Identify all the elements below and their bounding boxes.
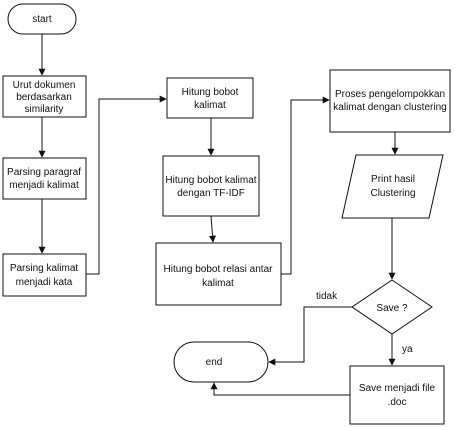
parsing-kalimat-node: Parsing kalimat menjadi kata	[2, 253, 87, 297]
print-hasil-line-1: Print hasil	[371, 174, 415, 185]
parsing-paragraf-node: Parsing paragraf menjadi kalimat	[2, 157, 87, 200]
urut-dokumen-line-3: similarity	[25, 104, 64, 115]
parsing-paragraf-line-2: menjadi kalimat	[9, 180, 79, 191]
parsing-paragraf-line-1: Parsing paragraf	[7, 167, 81, 178]
proses-clustering-line-1: Proses pengelompokkan	[335, 89, 445, 100]
label-tidak: tidak	[316, 291, 338, 302]
hitung-tfidf-line-2: dengan TF-IDF	[177, 188, 245, 199]
hitung-relasi-line-1: Hitung bobot relasi antar	[164, 264, 274, 275]
hitung-bobot-kalimat-node: Hitung bobot kalimat	[166, 77, 254, 119]
edge-tfidf-to-relasi	[209, 215, 217, 243]
edge-parsing-kalimat-to-hitung-bobot	[86, 95, 167, 275]
urut-dokumen-node: Urut dokumen berdasarkan similarity	[2, 75, 87, 118]
save-decision-node: Save ?	[351, 279, 433, 335]
proses-clustering-line-2: kalimat dengan clustering	[333, 102, 446, 113]
hitung-relasi-line-2: kalimat	[202, 278, 234, 289]
save-file-node: Save menjadi file .doc	[349, 365, 445, 425]
urut-dokumen-line-1: Urut dokumen	[13, 80, 76, 91]
end-label: end	[206, 357, 223, 368]
hitung-tfidf-node: Hitung bobot kalimat dengan TF-IDF	[162, 155, 260, 217]
label-ya: ya	[402, 344, 413, 355]
hitung-tfidf-line-1: Hitung bobot kalimat	[165, 175, 256, 186]
edge-decision-tidak-to-end	[268, 306, 352, 366]
urut-dokumen-line-2: berdasarkan	[16, 92, 72, 103]
parsing-kalimat-line-1: Parsing kalimat	[10, 263, 79, 274]
print-hasil-line-2: Clustering	[370, 188, 415, 199]
save-file-line-2: .doc	[388, 397, 407, 408]
hitung-relasi-node: Hitung bobot relasi antar kalimat	[155, 242, 282, 306]
start-label: start	[32, 14, 52, 25]
start-node: start	[7, 3, 77, 35]
save-file-line-1: Save menjadi file	[359, 383, 436, 394]
hitung-bobot-kalimat-line-2: kalimat	[194, 100, 226, 111]
save-decision-label: Save ?	[376, 303, 408, 314]
proses-clustering-node: Proses pengelompokkan kalimat dengan clu…	[329, 69, 451, 133]
hitung-bobot-kalimat-line-1: Hitung bobot	[182, 87, 239, 98]
parsing-kalimat-line-2: menjadi kata	[16, 277, 73, 288]
edge-save-file-to-end	[210, 382, 350, 396]
print-hasil-node: Print hasil Clustering	[341, 154, 444, 219]
end-node: end	[173, 341, 269, 383]
edge-relasi-to-proses-clustering	[281, 96, 330, 275]
